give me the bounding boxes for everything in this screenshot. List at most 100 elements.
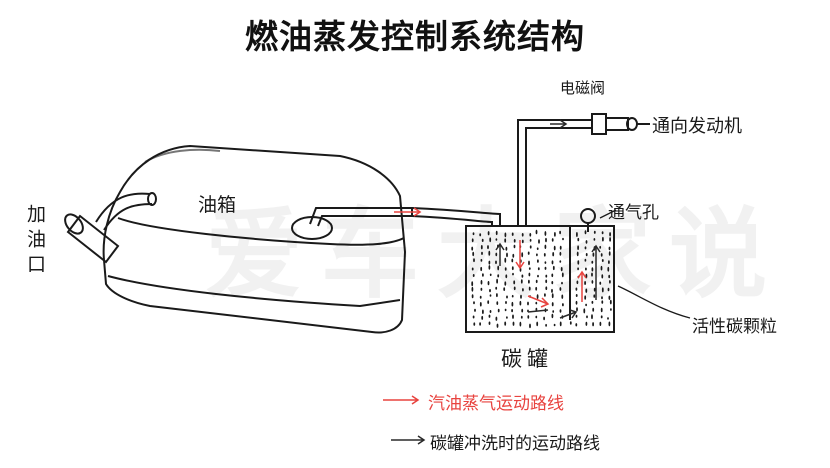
- granule-dot: [489, 294, 492, 297]
- granule-dot: [584, 230, 587, 235]
- legend-red-arrow: [383, 395, 420, 405]
- fuel-tank: [102, 145, 406, 334]
- purge-pipe: [517, 119, 592, 226]
- granule-dot: [487, 300, 490, 304]
- granule-dot: [593, 294, 596, 298]
- granule-dot: [471, 238, 474, 243]
- legend-black-label: 碳罐冲洗时的运动路线: [430, 434, 600, 454]
- granule-dot: [495, 260, 497, 265]
- granule-dot: [506, 295, 508, 299]
- granule-dot: [489, 289, 491, 293]
- granule-dot: [504, 267, 507, 271]
- granule-dot: [528, 279, 530, 284]
- granule-dot: [599, 321, 602, 326]
- granule-dot: [481, 238, 484, 242]
- granule-dot: [529, 238, 532, 242]
- granule-dot: [559, 260, 562, 263]
- granule-dot: [512, 253, 515, 258]
- granule-dot: [536, 253, 538, 257]
- granule-dot: [529, 323, 531, 329]
- granule-dot: [520, 315, 523, 319]
- tank-vent-pipe: [291, 207, 501, 240]
- granule-dot: [592, 252, 595, 257]
- granule-dot: [591, 272, 593, 277]
- granule-dot: [513, 239, 516, 243]
- granule-dot: [575, 287, 578, 291]
- watermark: 爱车大家说: [205, 198, 786, 312]
- granule-dot: [482, 273, 484, 277]
- granule-dot: [601, 259, 604, 262]
- granule-dot: [535, 286, 538, 291]
- granule-dot: [496, 323, 499, 328]
- granule-dot: [505, 246, 508, 251]
- granule-dot: [511, 258, 514, 263]
- granule-dot: [513, 244, 516, 249]
- granule-dot: [591, 260, 594, 264]
- granule-dot: [535, 301, 538, 305]
- granule-dot: [489, 310, 492, 313]
- granule-dot: [559, 287, 562, 291]
- granule-dot: [576, 307, 578, 312]
- granule-dot: [479, 322, 481, 326]
- granule-dot: [505, 301, 507, 304]
- granule-dot: [609, 237, 611, 242]
- granule-dot: [496, 301, 499, 305]
- granule-dot: [504, 238, 507, 243]
- granule-dot: [537, 267, 540, 271]
- granule-dot: [522, 288, 524, 292]
- granule-dot: [471, 294, 474, 299]
- granule-dot: [473, 322, 476, 326]
- granule-dot: [591, 267, 594, 272]
- granule-dot: [551, 260, 554, 265]
- granule-dot: [511, 309, 513, 313]
- granule-dot: [488, 250, 491, 256]
- granule-dot: [495, 286, 498, 290]
- granule-dot: [551, 302, 554, 307]
- granule-dot: [559, 309, 562, 313]
- legend-red-label: 汽油蒸气运动路线: [428, 394, 564, 414]
- granule-dot: [536, 294, 539, 299]
- granule-dot: [575, 314, 578, 318]
- granule-dot: [481, 251, 483, 255]
- granule-dot: [489, 273, 492, 277]
- granule-dot: [506, 252, 508, 258]
- granule-dot: [552, 265, 555, 271]
- granule-dot: [488, 321, 491, 325]
- filler-neck: [64, 192, 157, 264]
- granule-dot: [472, 274, 475, 277]
- granule-dot: [561, 294, 564, 299]
- granule-dot: [609, 280, 611, 284]
- granule-dot: [607, 287, 610, 292]
- granule-dot: [471, 267, 474, 271]
- granule-dot: [559, 251, 562, 256]
- granule-dot: [600, 253, 603, 257]
- granule-dot: [610, 308, 612, 311]
- granule-dot: [585, 267, 587, 271]
- granule-dot: [480, 280, 483, 285]
- granule-dot: [495, 316, 498, 321]
- granule-dot: [599, 245, 602, 249]
- granule-dot: [591, 280, 594, 284]
- granule-dot: [545, 274, 548, 278]
- granule-dot: [591, 300, 594, 304]
- granule-dot: [488, 260, 491, 265]
- granule-dot: [543, 316, 545, 321]
- granule-dot: [607, 266, 610, 272]
- granule-dot: [609, 232, 611, 237]
- granule-dot: [592, 322, 594, 327]
- granule-dot: [472, 232, 475, 236]
- solenoid-valve: [591, 113, 650, 135]
- legend-black-arrow: [391, 435, 426, 445]
- granule-dot: [481, 315, 484, 320]
- granule-dot: [471, 286, 474, 292]
- granule-dot: [569, 321, 572, 325]
- granule-dot: [601, 296, 603, 300]
- granule-dot: [487, 245, 489, 250]
- granule-dot: [535, 279, 538, 284]
- granule-dot: [512, 272, 514, 276]
- granule-dot: [585, 253, 588, 257]
- granule-dot: [576, 251, 579, 257]
- granule-dot: [519, 321, 522, 327]
- carbon-canister: [465, 225, 615, 333]
- granule-dot: [551, 293, 554, 299]
